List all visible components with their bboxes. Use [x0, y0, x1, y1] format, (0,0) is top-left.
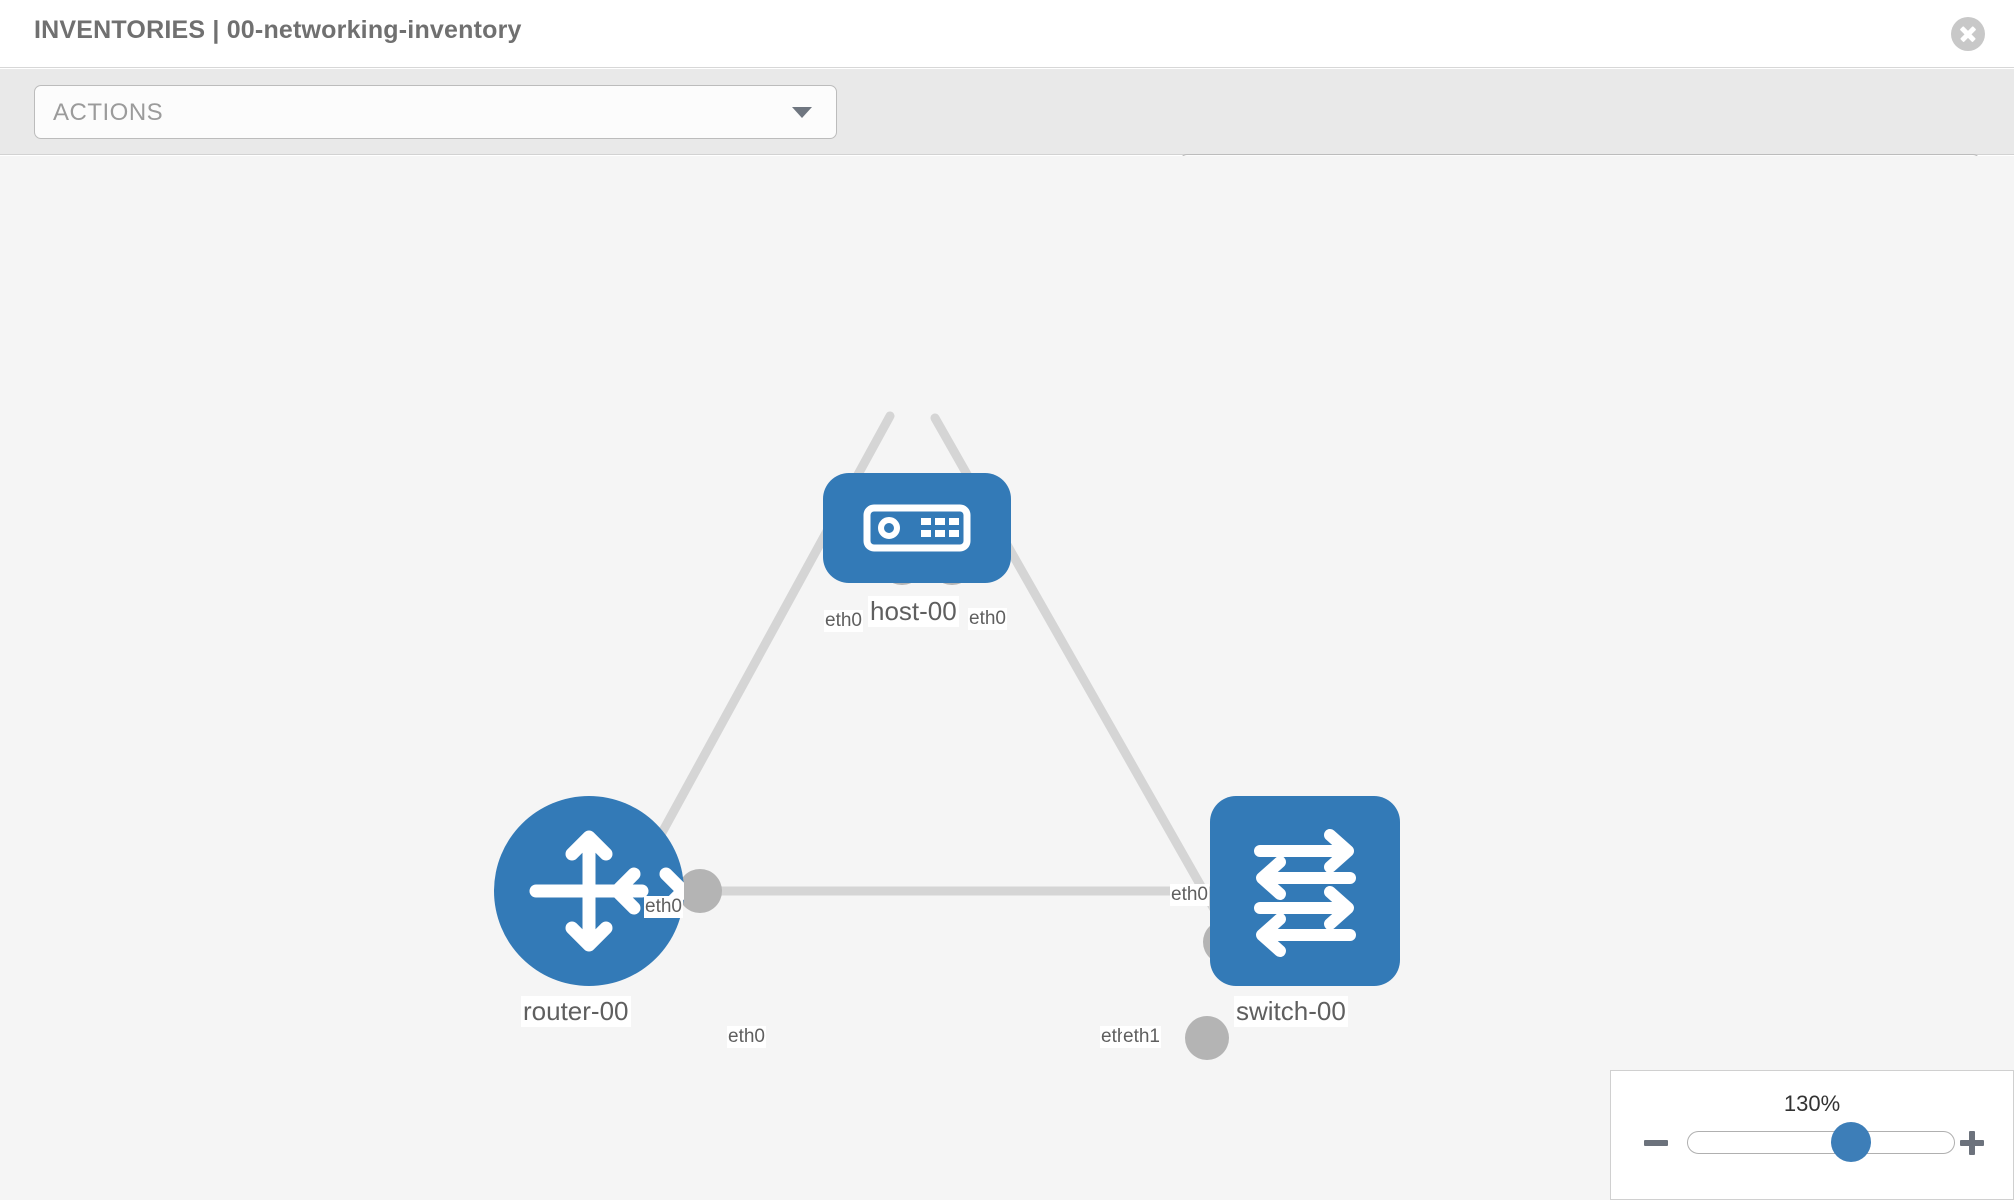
server-icon — [863, 504, 971, 552]
node-label-switch-00: switch-00 — [1234, 996, 1348, 1027]
node-label-router-00: router-00 — [521, 996, 631, 1027]
page-title: INVENTORIES | 00-networking-inventory — [34, 16, 522, 44]
zoom-slider-thumb[interactable] — [1830, 1122, 1871, 1162]
actions-dropdown-label: ACTIONS — [53, 99, 164, 126]
toolbar: ACTIONS — [0, 69, 2014, 208]
page-header: INVENTORIES | 00-networking-inventory — [0, 0, 2014, 68]
topology-links — [595, 411, 1240, 951]
iface-label-host-right: eth0 — [968, 608, 1007, 630]
actions-dropdown[interactable]: ACTIONS — [34, 85, 837, 139]
host-node-shape[interactable] — [823, 473, 1011, 583]
zoom-level-label: 130% — [1783, 1091, 1841, 1116]
switch-node-shape[interactable] — [1210, 796, 1400, 986]
switch-arrows-icon — [1254, 829, 1356, 957]
iface-label-switch-left-b: eth1 — [1122, 1026, 1161, 1048]
iface-label-host-left: eth0 — [824, 610, 863, 632]
zoom-in-button[interactable] — [1957, 1128, 1987, 1158]
node-label-host-00: host-00 — [868, 596, 959, 627]
port-switch-left[interactable] — [1185, 1016, 1229, 1060]
router-arrows-icon — [529, 830, 684, 952]
zoom-slider-track[interactable] — [1687, 1131, 1955, 1154]
zoom-control-panel: 130% — [1610, 1070, 2014, 1200]
chevron-down-icon — [792, 107, 812, 118]
iface-label-router-right: eth0 — [727, 1026, 766, 1048]
close-icon[interactable] — [1951, 17, 1985, 51]
zoom-out-button[interactable] — [1641, 1128, 1671, 1158]
topology-canvas[interactable]: host-00 router-00 — [0, 156, 2014, 1200]
iface-label-switch-up: eth0 — [1170, 884, 1209, 906]
router-node-shape[interactable] — [494, 796, 684, 986]
iface-label-router-up: eth0 — [644, 896, 683, 918]
port-router-right[interactable] — [678, 869, 722, 913]
